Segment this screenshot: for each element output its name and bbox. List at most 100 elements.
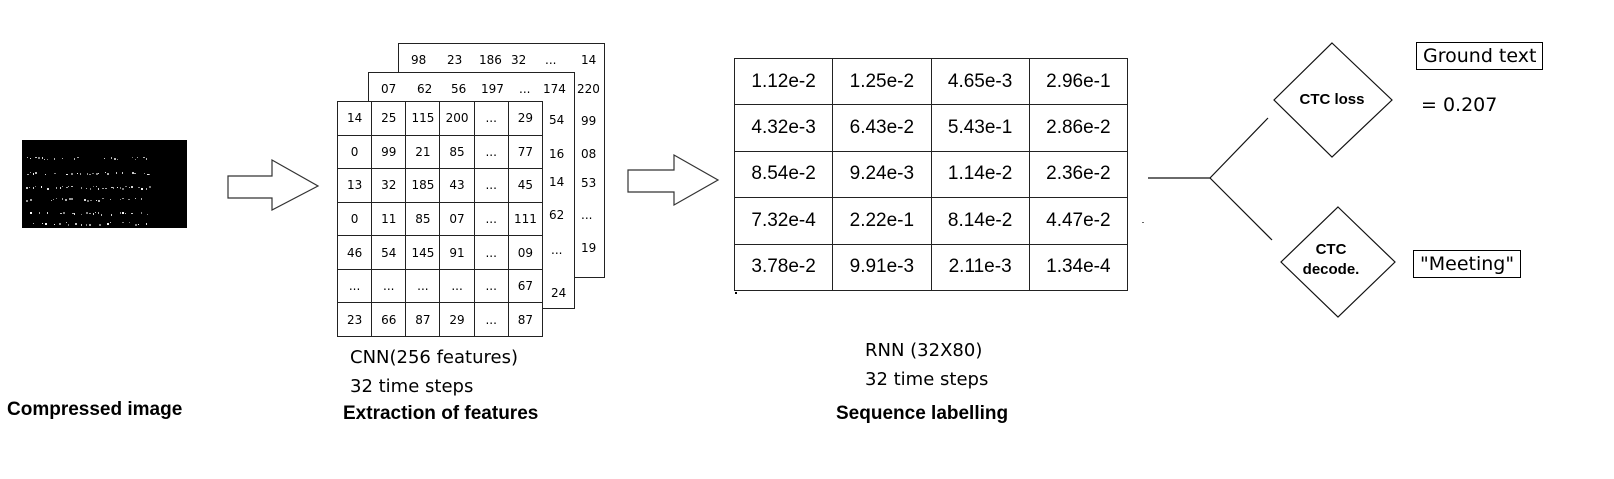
- rnn-grid-cell: 8.14e-2: [930, 197, 1030, 245]
- rnn-grid-cell: 1.34e-4: [1028, 243, 1129, 292]
- cnn-grid-cell: ...: [473, 302, 509, 337]
- cnn-middle-header-cell: 174: [543, 82, 566, 96]
- cnn-grid-cell: ...: [371, 268, 407, 304]
- rnn-grid-cell: 2.22e-1: [832, 197, 932, 245]
- cnn-grid-cell: 77: [507, 134, 544, 170]
- stray-mark: [1142, 222, 1144, 223]
- cnn-back-side-cell: 220: [577, 82, 600, 96]
- cnn-grid-cell: 45: [507, 168, 544, 203]
- cnn-back-header-cell: 186: [479, 53, 502, 67]
- cnn-middle-header-cell: 62: [417, 82, 433, 96]
- cnn-back-header-cell: 98: [411, 53, 427, 67]
- cnn-grid-cell: 85: [405, 201, 441, 237]
- ctc-decode-diamond: [1280, 206, 1396, 318]
- rnn-grid-cell: 1.12e-2: [733, 57, 834, 106]
- rnn-grid-cell: 4.65e-3: [930, 57, 1030, 106]
- cnn-grid-cell: 21: [405, 134, 441, 170]
- cnn-grid-cell: ...: [439, 268, 475, 304]
- rnn-grid-cell: 1.14e-2: [930, 150, 1030, 199]
- cnn-middle-side-cell: 16: [549, 147, 565, 161]
- cnn-grid-cell: ...: [473, 268, 509, 304]
- cnn-grid-cell: ...: [473, 101, 509, 136]
- rnn-grid-cell: 9.91e-3: [832, 243, 932, 292]
- cnn-grid-cell: ...: [473, 134, 509, 170]
- cnn-grid-cell: 67: [507, 268, 544, 304]
- cnn-middle-header-cell: 07: [381, 82, 397, 96]
- rnn-grid-cell: 5.43e-1: [930, 104, 1030, 152]
- cnn-grid-cell: 46: [336, 235, 373, 270]
- rnn-grid-cell: 9.24e-3: [832, 150, 932, 199]
- cnn-grid-cell: 111: [507, 201, 544, 237]
- cnn-back-side-cell: 19: [581, 241, 597, 255]
- rnn-grid-cell: 4.32e-3: [733, 104, 834, 152]
- cnn-grid-cell: 29: [439, 302, 475, 337]
- ctc-decode-line2: decode.: [1302, 261, 1360, 278]
- cnn-label-line2: 32 time steps: [350, 376, 474, 397]
- cnn-middle-side-cell: 54: [549, 113, 565, 127]
- cnn-grid-cell: 85: [439, 134, 475, 170]
- cnn-grid-cell: 66: [371, 302, 407, 337]
- cnn-grid-cell: 54: [371, 235, 407, 270]
- ctc-decode-line1: CTC: [1315, 241, 1347, 258]
- rnn-grid-cell: 2.86e-2: [1028, 104, 1129, 152]
- arrow-to-rnn: [627, 153, 720, 207]
- rnn-grid-cell: 4.47e-2: [1028, 197, 1129, 245]
- cnn-grid-cell: 09: [507, 235, 544, 270]
- ctc-loss-label: CTC loss: [1299, 91, 1365, 108]
- cnn-grid-cell: 185: [405, 168, 441, 203]
- cnn-grid-cell: 0: [336, 201, 373, 237]
- rnn-label-line2: 32 time steps: [865, 369, 989, 390]
- compressed-image-caption: Compressed image: [7, 399, 183, 420]
- ground-text-box: Ground text: [1416, 42, 1544, 70]
- rnn-grid-cell: 2.11e-3: [930, 243, 1030, 292]
- cnn-grid-cell: 0: [336, 134, 373, 170]
- rnn-grid-cell: 2.96e-1: [1028, 57, 1129, 106]
- cnn-back-header-cell: ...: [545, 53, 557, 67]
- cnn-grid-row: ...............67: [336, 268, 544, 304]
- ctc-loss-diamond: [1273, 42, 1393, 158]
- cnn-back-side-cell: 08: [581, 147, 597, 161]
- cnn-grid-cell: 87: [405, 302, 441, 337]
- loss-value: = 0.207: [1421, 94, 1498, 116]
- cnn-grid-cell: 14: [336, 101, 373, 136]
- cnn-back-side-cell: ...: [581, 208, 593, 222]
- ctc-decode-label: CTC decode.: [1296, 240, 1366, 280]
- rnn-grid-cell: 2.36e-2: [1028, 150, 1129, 199]
- cnn-grid-cell: ...: [473, 235, 509, 270]
- cnn-grid-cell: ...: [473, 201, 509, 237]
- cnn-caption: Extraction of features: [343, 403, 539, 424]
- arrow-to-cnn: [227, 158, 320, 211]
- rnn-grid-cell: 7.32e-4: [733, 197, 834, 245]
- cnn-middle-side-cell: ...: [551, 243, 563, 257]
- cnn-back-side-cell: 53: [581, 176, 597, 190]
- cnn-middle-side-cell: 24: [551, 286, 567, 300]
- cnn-grid-cell: 43: [439, 168, 475, 203]
- rnn-grid-cell: 1.25e-2: [832, 57, 932, 106]
- cnn-grid-cell: ...: [473, 168, 509, 203]
- cnn-back-header-cell: 32: [511, 53, 527, 67]
- branch-connector: [1148, 117, 1273, 241]
- cnn-middle-side-cell: 62: [549, 208, 565, 222]
- rnn-label: RNN (32X80) 32 time steps: [865, 336, 988, 394]
- cnn-grid-cell: 11: [371, 201, 407, 237]
- cnn-grid-cell: ...: [336, 268, 373, 304]
- rnn-grid-cell: 3.78e-2: [733, 243, 834, 292]
- cnn-grid-cell: 99: [371, 134, 407, 170]
- cnn-grid-cell: ...: [405, 268, 441, 304]
- cnn-grid-cell: 29: [507, 101, 544, 136]
- cnn-grid-cell: 200: [439, 101, 475, 136]
- cnn-label: CNN(256 features) 32 time steps: [350, 343, 518, 401]
- cnn-grid-cell: 32: [371, 168, 407, 203]
- stray-mark: [735, 292, 737, 294]
- rnn-grid-cell: 8.54e-2: [733, 150, 834, 199]
